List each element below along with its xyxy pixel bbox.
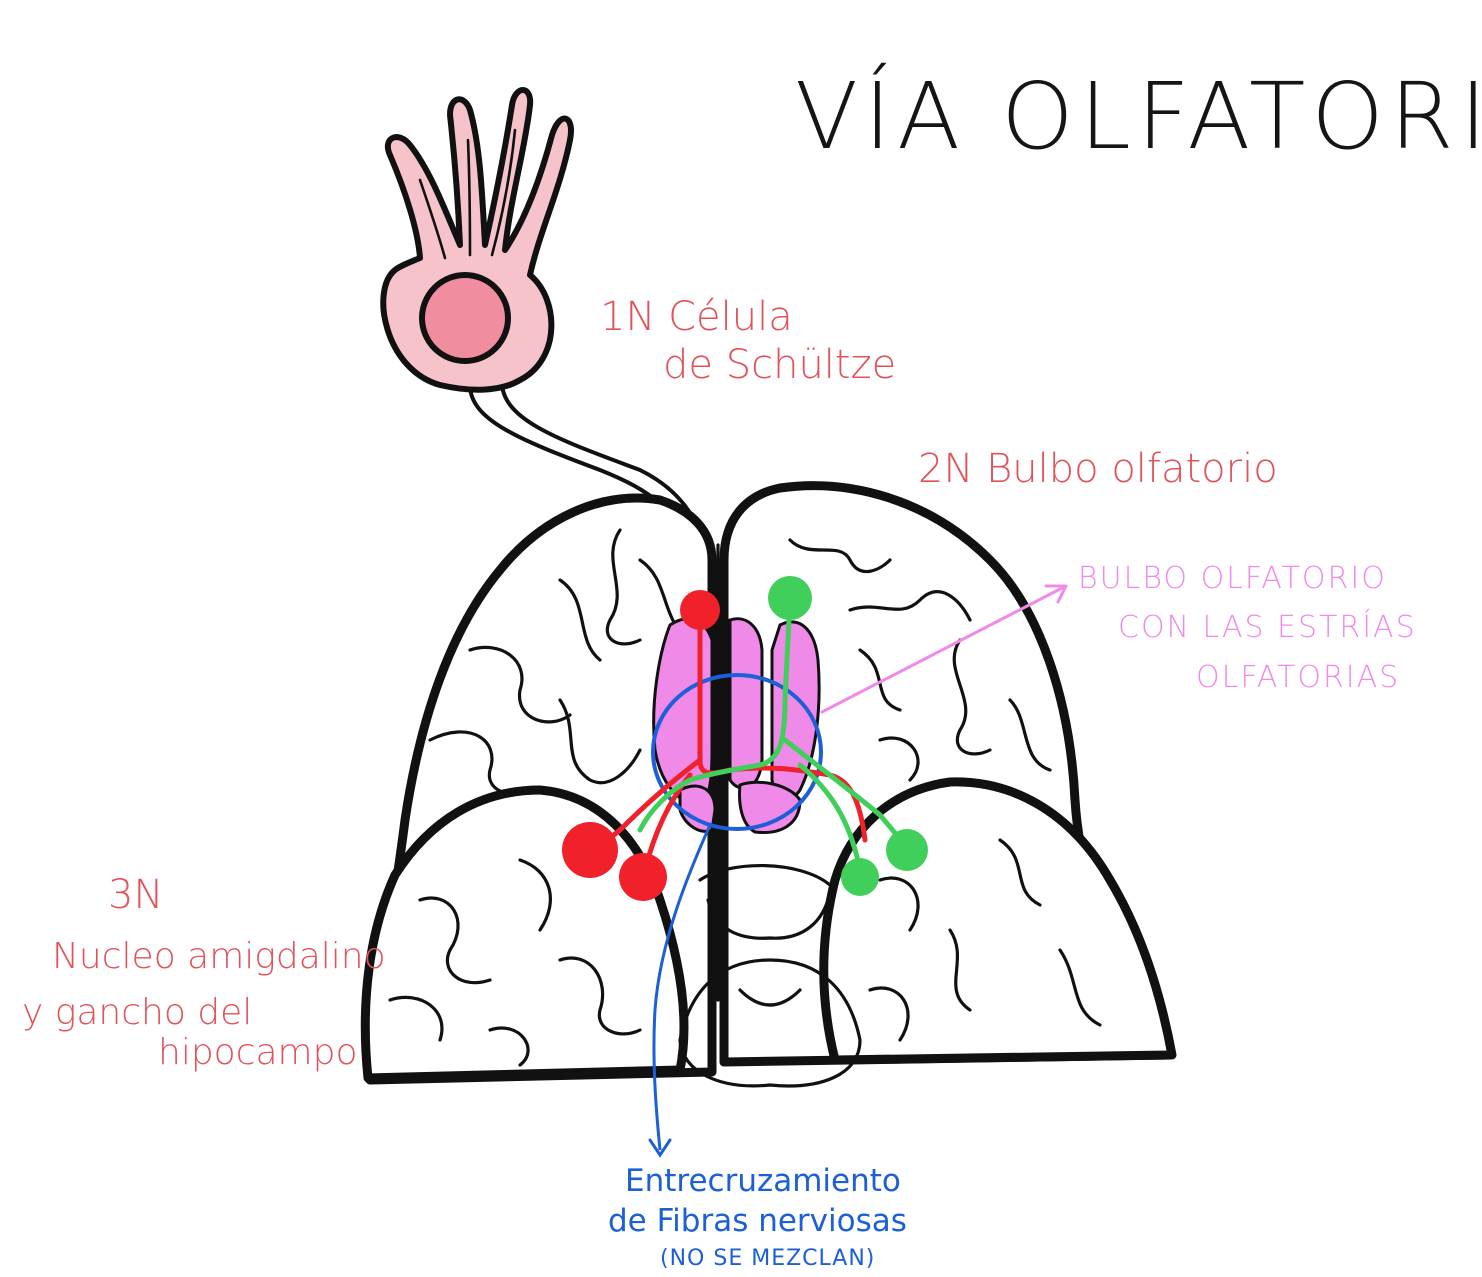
red-nucleus-bulb [680,590,720,630]
label-bulb-line3: OLFATORIAS [1196,660,1400,695]
label-neuron3-line3: y gancho del [22,992,252,1033]
red-nucleus-hippocampus [619,853,667,901]
label-crossing-note: (NO SE MEZCLAN) [660,1246,875,1271]
neural-pathways [592,597,908,873]
arrow-down-icon [648,1138,672,1158]
label-neuron1-line2: de Schültze [663,342,896,388]
red-nucleus-amygdala [562,822,618,878]
label-bulb-line2: CON LAS ESTRÍAS [1118,609,1417,645]
label-crossing-line2: de Fibras nerviosas [608,1203,907,1239]
cell-nucleus [419,272,511,364]
arrow-right-up-icon [1044,584,1068,604]
right-temporal-lobe [819,777,1177,1065]
diagram-title: VÍA OLFATORIA [795,62,1482,170]
dendrite-line [418,178,447,260]
optic-chiasm [698,863,832,887]
label-neuron3-line1: 3N [108,872,163,918]
green-nucleus-bulb [768,576,812,620]
dendrite-line [466,138,472,257]
label-crossing-line1: Entrecruzamiento [625,1163,901,1199]
green-nucleus-hippocampus [841,858,879,896]
crossing-region [648,673,823,1158]
green-pathway [637,597,793,833]
brainstem [678,958,862,1088]
crossing-circle [651,673,823,831]
label-neuron1-line1: 1N Célula [600,294,793,340]
neuron-nuclei [562,576,928,901]
infundibulum [706,898,830,940]
green-nucleus-amygdala [886,829,928,871]
bulb-pointer [820,584,1068,714]
olfactory-receptor-cell [380,87,714,592]
left-tract-inner [728,617,764,790]
trigone-right [738,780,802,835]
brain-gyri [388,528,1102,1067]
label-neuron3-line4: hipocampo [158,1032,358,1073]
trigone-left [678,784,717,833]
label-bulb-line1: BULBO OLFATORIO [1078,561,1387,596]
brain-inferior-view [360,481,1177,1088]
dendrite-line [490,128,517,257]
label-neuron2: 2N Bulbo olfatorio [918,446,1278,492]
label-neuron3-line2: Nucleo amigdalino [52,936,386,977]
crossing-pointer-line [652,824,712,1151]
